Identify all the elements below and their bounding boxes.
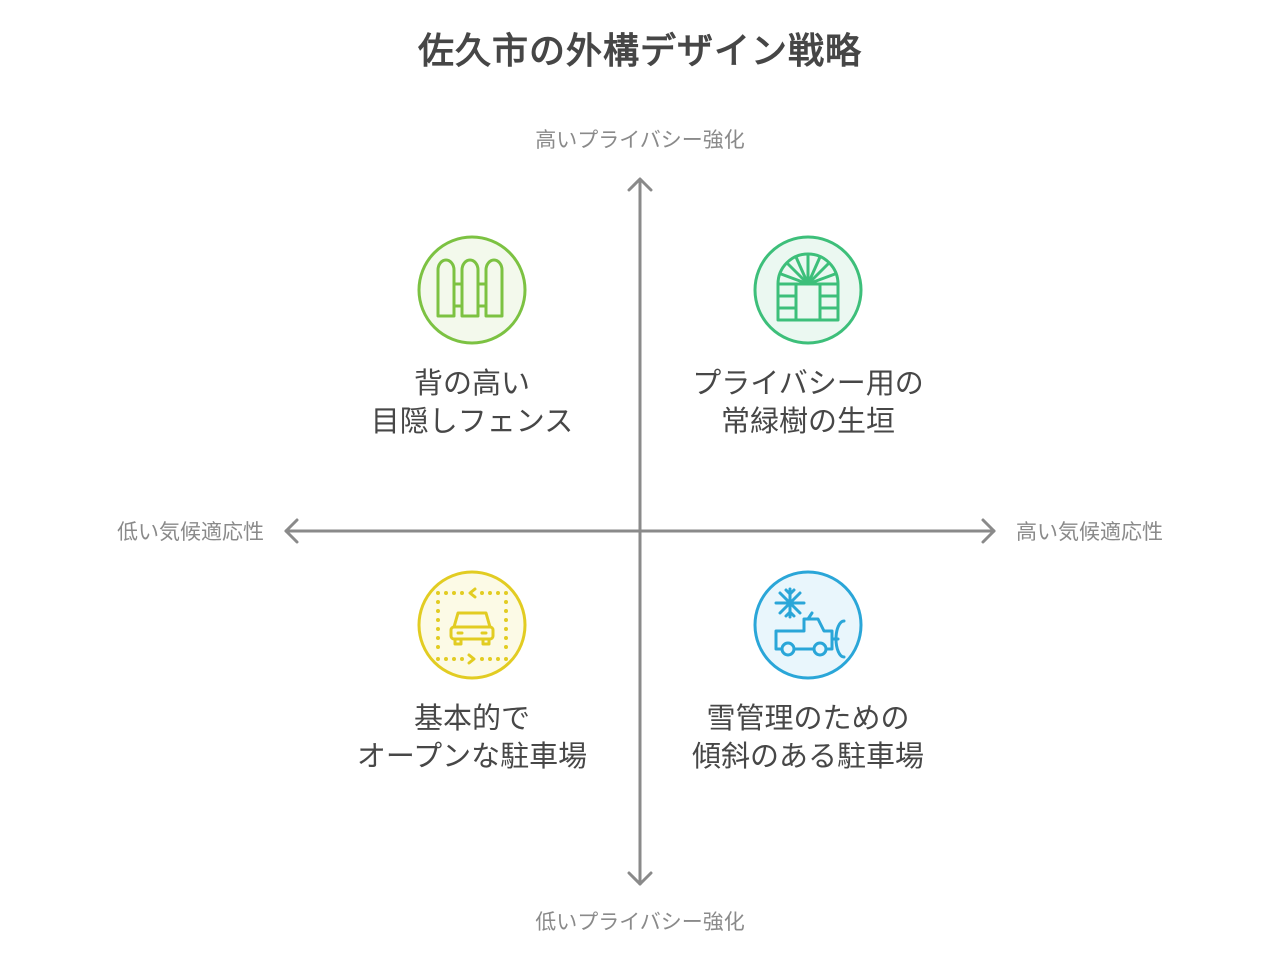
quadrant-evergreen-hedge: プライバシー用の 常緑樹の生垣 [648, 234, 968, 440]
open-parking-car-icon [416, 569, 528, 681]
quadrant-label: 基本的で オープンな駐車場 [356, 701, 588, 773]
y-axis-top-label: 高いプライバシー強化 [535, 128, 745, 152]
arched-hedge-icon [752, 234, 864, 346]
fence-icon [416, 234, 528, 346]
x-axis-right-label: 高い気候適応性 [1016, 520, 1163, 544]
quadrant-label: 背の高い 目隠しフェンス [370, 366, 574, 438]
arrow-up-icon [627, 177, 653, 192]
arrow-down-icon [627, 871, 653, 886]
quadrant-label: プライバシー用の 常緑樹の生垣 [692, 366, 924, 438]
quadrant-label: 雪管理のための 傾斜のある駐車場 [691, 701, 924, 773]
arrow-left-icon [284, 518, 299, 544]
diagram-title: 佐久市の外構デザイン戦略 [417, 31, 862, 72]
quadrant-open-parking: 基本的で オープンな駐車場 [312, 569, 632, 775]
x-axis-left-label: 低い気候適応性 [117, 520, 264, 544]
quadrant-sloped-parking: 雪管理のための 傾斜のある駐車場 [648, 569, 968, 775]
quadrant-tall-privacy-fence: 背の高い 目隠しフェンス [312, 234, 632, 440]
snow-plow-truck-icon [752, 569, 864, 681]
y-axis-bottom-label: 低いプライバシー強化 [535, 910, 745, 934]
arrow-right-icon [981, 518, 996, 544]
